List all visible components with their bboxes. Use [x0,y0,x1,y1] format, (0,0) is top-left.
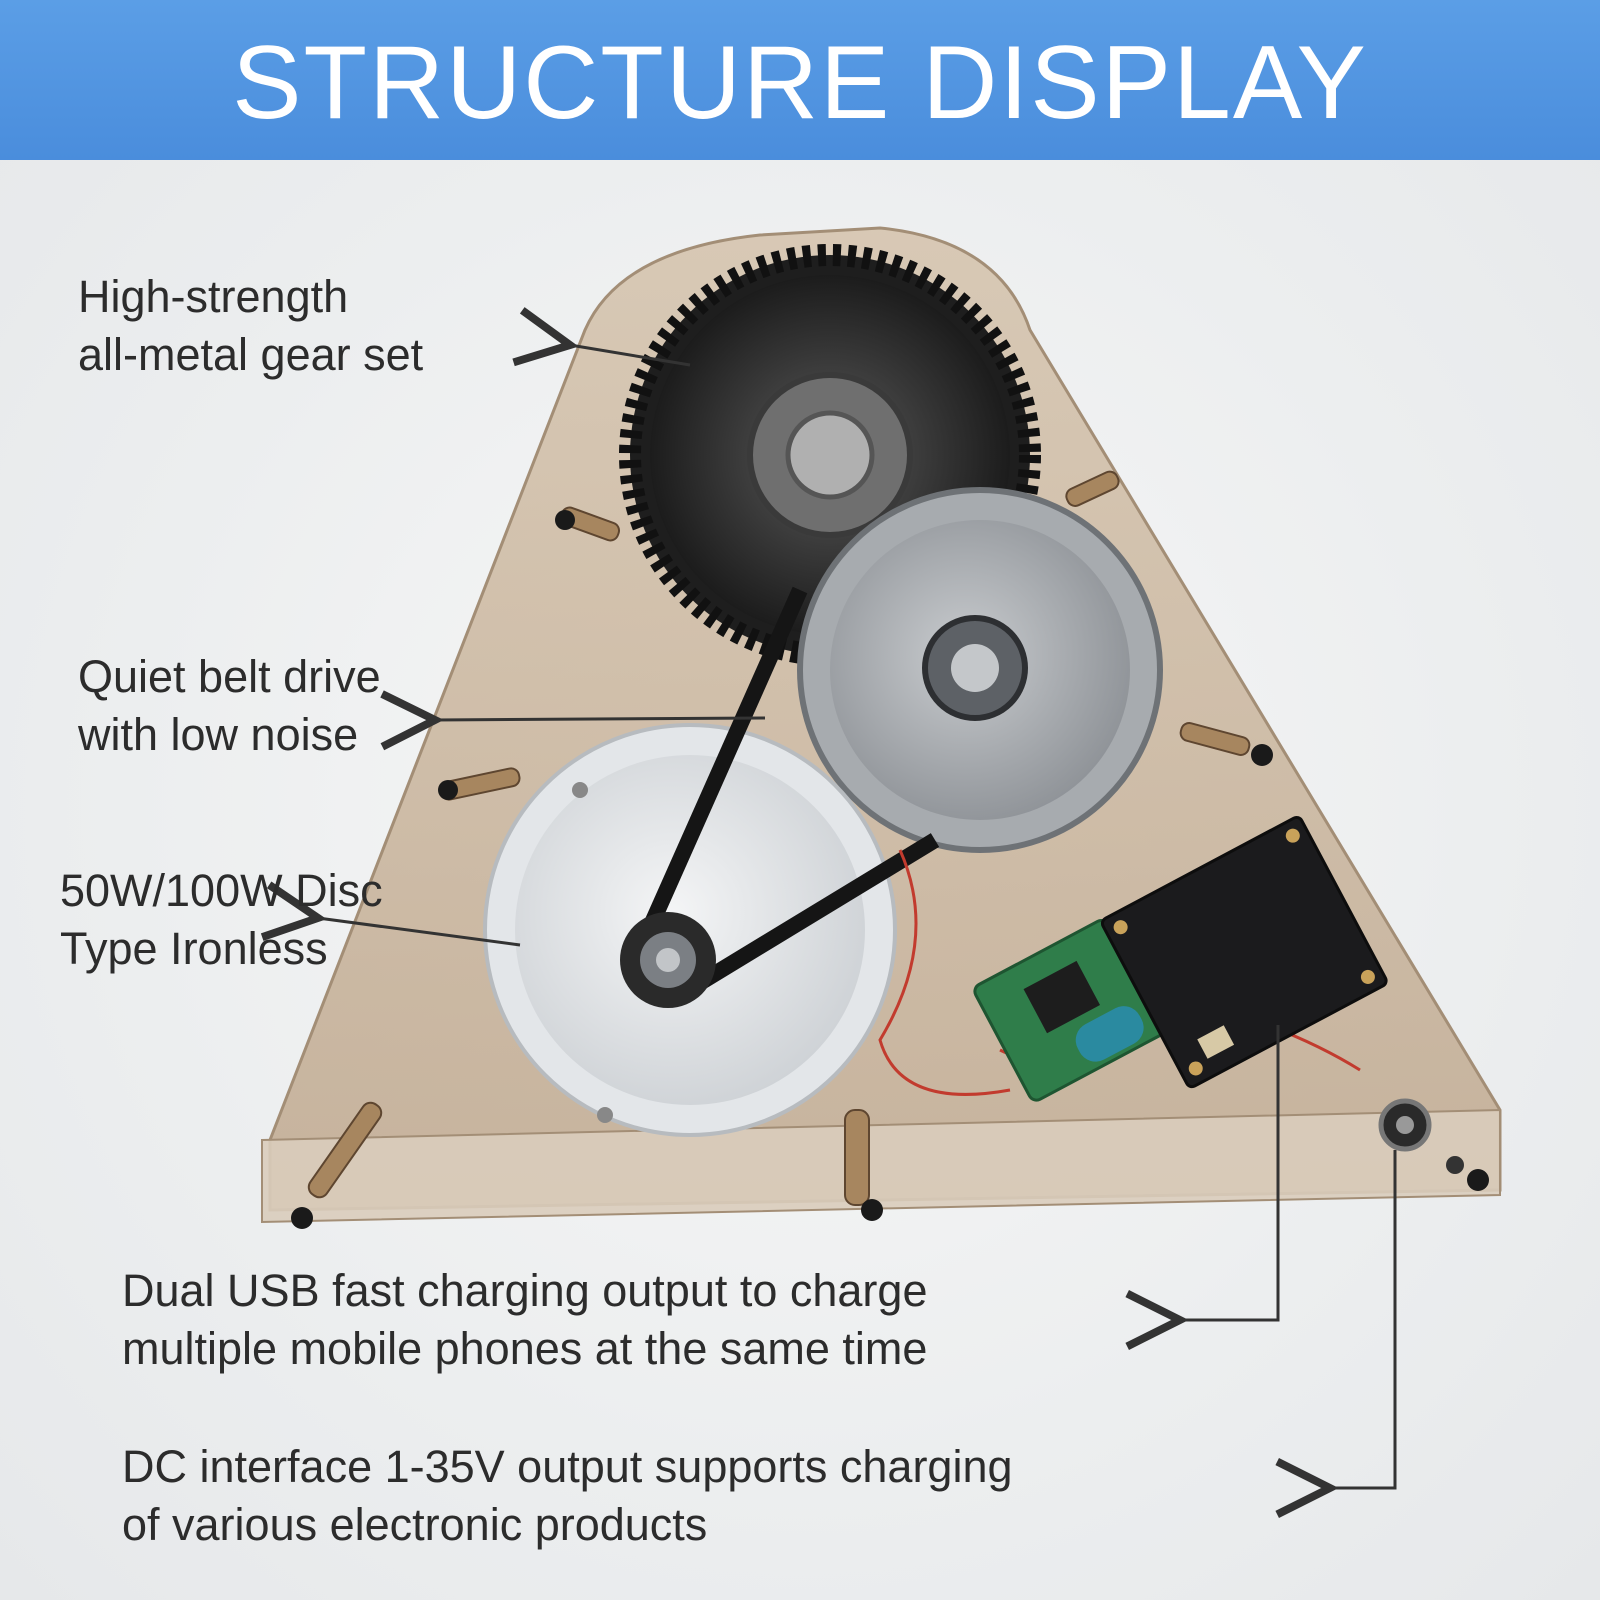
usb-callout-line-1: Dual USB fast charging output to charge [122,1265,928,1316]
belt-callout-arrow [435,718,766,720]
belt-pulley [797,487,1163,853]
usb-charging-board [1100,815,1388,1089]
motor-callout-line-1: 50W/100W Disc [60,865,383,916]
usb-callout-label: Dual USB fast charging output to charge … [122,1262,927,1378]
green-boost-module [973,919,1165,1102]
dc-callout-arrow [1330,1150,1397,1488]
standoff-bolts [307,470,1251,1206]
gear-callout-line-1: High-strength [78,271,349,322]
page-title: STRUCTURE DISPLAY [232,25,1368,141]
gear-callout-arrow [570,345,691,367]
belt-callout-line-1: Quiet belt drive [78,651,381,702]
belt-callout-label: Quiet belt drive with low noise [78,648,381,764]
dc-jack [1378,1098,1432,1152]
title-banner: STRUCTURE DISPLAY [0,0,1600,160]
gear-callout-line-2: all-metal gear set [78,329,424,380]
motor-callout-line-2: Type Ironless [60,923,328,974]
panel-front-edge [261,1108,1501,1224]
motor-callout-arrow [318,918,521,947]
usb-callout-line-2: multiple mobile phones at the same time [122,1323,928,1374]
dc-callout-line-1: DC interface 1-35V output supports charg… [122,1441,1013,1492]
callout-arrows [318,345,1397,1488]
usb-callout-arrow [1180,1025,1280,1320]
bolt-holes [291,510,1489,1229]
small-motor-pulley [620,912,716,1008]
gear-callout-label: High-strength all-metal gear set [78,268,423,384]
timing-belt [632,586,940,1002]
motor-callout-label: 50W/100W Disc Type Ironless [60,862,383,978]
belt-callout-line-2: with low noise [78,709,359,760]
dc-callout-line-2: of various electronic products [122,1499,708,1550]
dc-callout-label: DC interface 1-35V output supports charg… [122,1438,1013,1554]
